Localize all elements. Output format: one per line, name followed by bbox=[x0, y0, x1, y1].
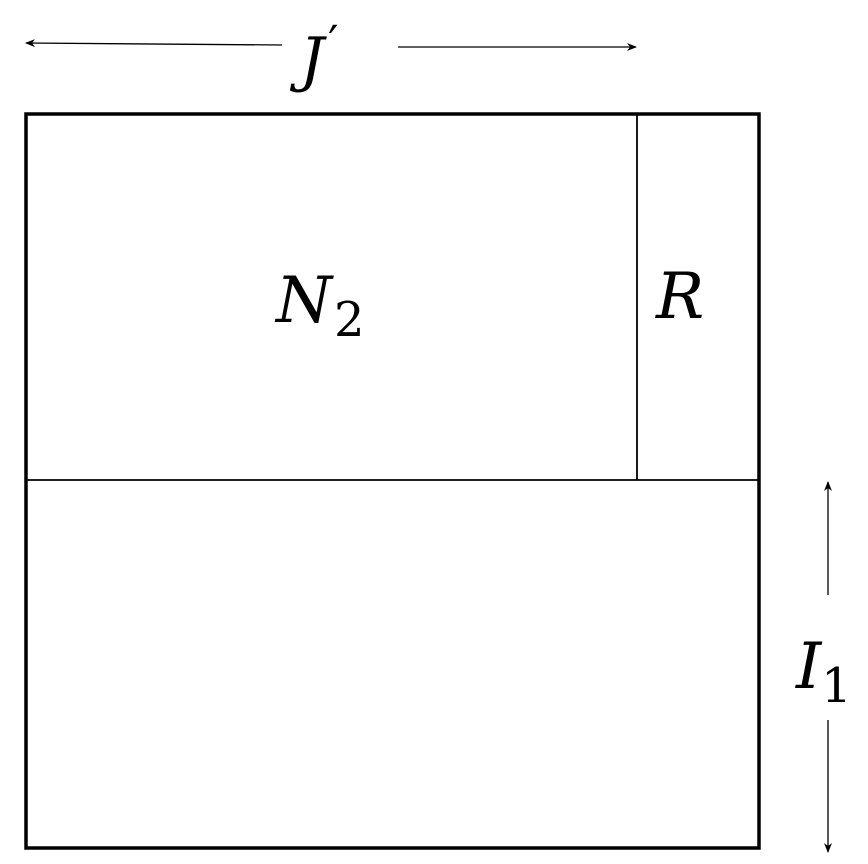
i-subscript: 1 bbox=[821, 658, 852, 714]
n-symbol: N bbox=[274, 264, 334, 338]
top-width-arrow: J′ bbox=[25, 15, 637, 95]
top-arrow-left-segment bbox=[25, 39, 283, 48]
region-n2-label: N2 bbox=[274, 264, 365, 348]
i-symbol: I bbox=[795, 630, 823, 704]
j-symbol: J bbox=[289, 25, 327, 95]
n-subscript: 2 bbox=[334, 292, 365, 348]
r-symbol: R bbox=[655, 260, 704, 334]
top-arrow-label: J′ bbox=[289, 15, 339, 95]
j-prime: ′ bbox=[328, 15, 338, 69]
side-arrow-label: I1 bbox=[795, 630, 852, 714]
region-r-label: R bbox=[655, 260, 704, 334]
side-height-arrow: I1 bbox=[795, 481, 852, 853]
outer-square bbox=[24, 112, 761, 850]
